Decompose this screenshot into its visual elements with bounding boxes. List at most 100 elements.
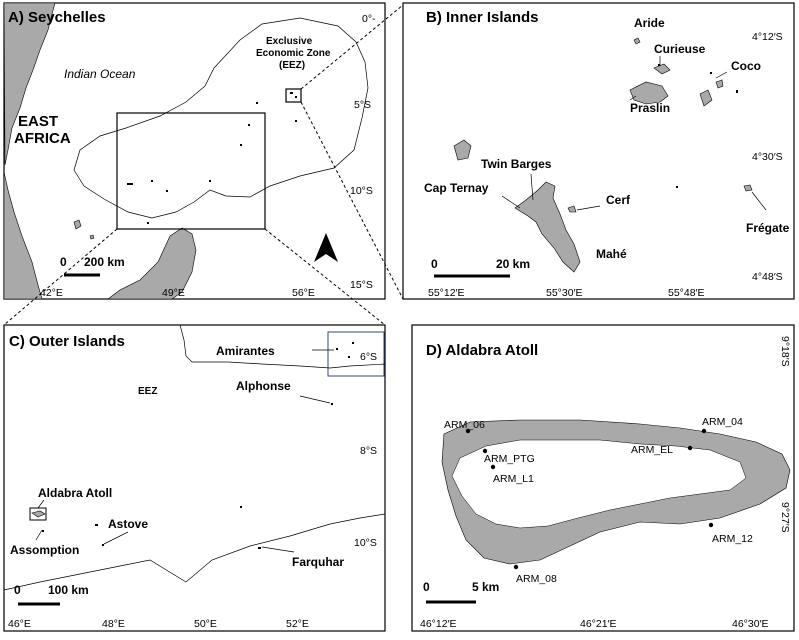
north-arrow-icon <box>314 233 338 262</box>
felicite-island <box>715 79 724 89</box>
small-islands-a <box>127 92 297 224</box>
tick-a-x0: 42°E <box>40 287 63 299</box>
label-aldabra: Aldabra Atoll <box>38 486 112 500</box>
aldabra-small <box>31 510 46 518</box>
leaders-c <box>35 349 334 553</box>
tick-c-x2: 50°E <box>194 618 217 630</box>
site-arm-l1: ARM_L1 <box>493 473 534 485</box>
fregate-island <box>743 184 753 192</box>
tick-b-y1: 4°30′S <box>752 151 783 163</box>
ocean-label: Indian Ocean <box>64 67 136 81</box>
connector-a-c-left <box>3 228 118 326</box>
label-amirantes: Amirantes <box>216 344 275 358</box>
tick-a-y2: 10°S <box>350 185 373 197</box>
label-fregate: Frégate <box>746 221 790 235</box>
tick-b-x0: 55°12′E <box>428 287 465 299</box>
site-arm-el: ARM_EL <box>631 444 673 456</box>
small-islands-b <box>658 64 738 188</box>
mahe-island <box>514 181 581 273</box>
panel-d-title: D) Aldabra Atoll <box>426 342 538 359</box>
panel-c-title: C) Outer Islands <box>9 333 125 350</box>
connector-a-c-right <box>264 228 386 326</box>
tick-d-y1: 9°27′S <box>779 502 791 533</box>
label-eez-c: EEZ <box>138 386 157 397</box>
panel-a-frame <box>3 2 386 300</box>
connector-a-b-bottom <box>300 101 404 300</box>
tick-d-y0: 9°18′S <box>779 336 791 367</box>
connector-a-b-top <box>300 4 404 90</box>
tick-d-x1: 46°21′E <box>580 618 617 630</box>
tick-a-y3: 15°S <box>350 279 373 291</box>
site-arm-06: ARM_06 <box>444 419 485 431</box>
site-arm-ptg: ARM_PTG <box>484 453 535 465</box>
panel-c-frame <box>3 324 386 632</box>
panel-a: 0 200 km A) Seychelles Indian Ocean EAST… <box>3 2 386 300</box>
scale-zero-b: 0 <box>431 257 438 271</box>
leaders-b <box>501 56 767 211</box>
aldabra-lagoon <box>451 439 747 529</box>
tick-a-y0: 0°- <box>362 13 376 25</box>
panel-a-title: A) Seychelles <box>8 9 106 26</box>
site-arm-08: ARM_08 <box>516 573 557 585</box>
label-praslin: Praslin <box>630 101 670 115</box>
panel-c: C) Outer Islands Amirantes EEZ Alphonse … <box>3 324 386 632</box>
label-aride: Aride <box>634 16 665 30</box>
eez-outline <box>73 17 369 219</box>
east-africa-label-1: EAST <box>18 113 58 130</box>
label-twin-barges: Twin Barges <box>481 157 552 171</box>
scale-label-a: 200 km <box>84 255 125 269</box>
tick-c-x0: 46°E <box>8 618 31 630</box>
amirantes-box <box>327 331 385 377</box>
small-islands-c <box>42 342 354 549</box>
panel-d: D) Aldabra Atoll ARM_06 ARM_04 ARM_PTG A… <box>411 324 795 632</box>
label-cap-ternay: Cap Ternay <box>424 181 489 195</box>
africa-landmass <box>3 2 56 300</box>
site-arm-04: ARM_04 <box>702 416 743 428</box>
praslin-island <box>629 81 669 105</box>
label-coco: Coco <box>731 59 761 73</box>
scale-zero-c: 0 <box>14 583 21 597</box>
inner-islands-box <box>285 88 302 103</box>
eez-label-2: Economic Zone <box>256 48 331 59</box>
cerf-island <box>567 205 577 213</box>
eez-boundary-c-top <box>179 324 386 369</box>
tick-c-x3: 52°E <box>286 618 309 630</box>
la-digue-island <box>699 89 713 107</box>
label-farquhar: Farquhar <box>292 555 344 569</box>
eez-label-3: (EEZ) <box>279 60 305 71</box>
tick-b-x2: 55°48′E <box>668 287 705 299</box>
tick-c-y2: 10°S <box>354 537 377 549</box>
site-markers <box>465 428 714 570</box>
mascarene <box>89 234 95 240</box>
tick-a-x1: 49°E <box>162 287 185 299</box>
panel-b: B) Inner Islands Aride Curieuse Coco Pra… <box>402 2 795 300</box>
label-assomption: Assomption <box>10 543 79 557</box>
scale-zero-d: 0 <box>423 580 430 594</box>
site-arm-12: ARM_12 <box>712 533 753 545</box>
label-curieuse: Curieuse <box>654 42 706 56</box>
tick-b-y2: 4°48′S <box>752 271 783 283</box>
aride-island <box>633 37 641 45</box>
silhouette-island <box>453 139 472 161</box>
curieuse-island <box>653 63 671 75</box>
panel-b-frame <box>402 2 795 300</box>
label-cerf: Cerf <box>606 193 631 207</box>
outer-islands-box <box>116 112 266 230</box>
scale-zero-a: 0 <box>60 255 67 269</box>
eez-boundary-c-bottom <box>3 513 386 591</box>
tick-a-x2: 56°E <box>292 287 315 299</box>
label-alphonse: Alphonse <box>236 379 291 393</box>
tick-d-x0: 46°12′E <box>420 618 457 630</box>
panel-b-title: B) Inner Islands <box>426 9 539 26</box>
tick-a-y1: 5°S <box>354 99 371 111</box>
tick-c-y0: 6°S <box>360 351 377 363</box>
madagascar <box>107 227 197 300</box>
label-astove: Astove <box>108 517 148 531</box>
tick-b-x1: 55°30′E <box>546 287 583 299</box>
panel-d-frame <box>411 324 795 632</box>
tick-c-x1: 48°E <box>102 618 125 630</box>
scale-label-d: 5 km <box>472 580 499 594</box>
tick-d-x2: 46°30′E <box>732 618 769 630</box>
scale-label-b: 20 km <box>496 257 530 271</box>
